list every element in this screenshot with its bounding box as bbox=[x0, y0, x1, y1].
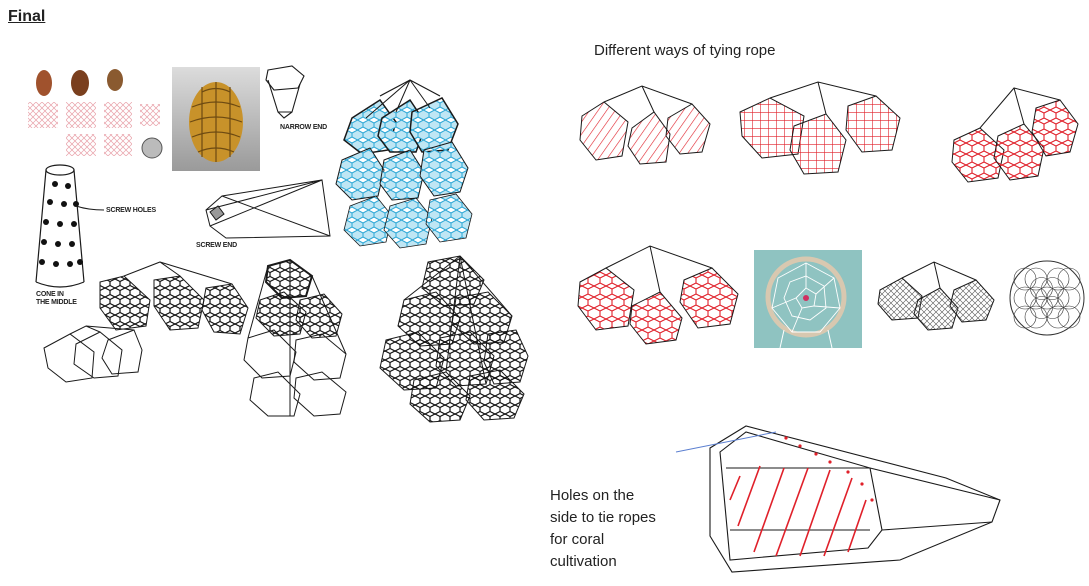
screw-holes-cone bbox=[36, 165, 104, 287]
holes-note-line-3: for coral bbox=[550, 529, 700, 551]
rope-variant-6 bbox=[878, 262, 994, 330]
small-pinecones bbox=[28, 69, 162, 158]
ink-column-cluster bbox=[244, 260, 346, 416]
holes-note: Holes on the side to tie ropes for coral… bbox=[550, 485, 700, 573]
holes-note-line-4: cultivation bbox=[550, 551, 700, 573]
dense-column-cluster bbox=[380, 256, 528, 422]
narrow-end-drawing bbox=[266, 66, 304, 118]
rope-variant-3 bbox=[952, 88, 1078, 182]
label-narrow-end: NARROW END bbox=[280, 124, 327, 132]
rope-variant-2 bbox=[740, 82, 900, 174]
rope-variant-flower bbox=[1010, 261, 1084, 335]
screw-end-drawing bbox=[206, 180, 330, 238]
rope-variant-1 bbox=[580, 86, 710, 164]
blue-mesh-cluster bbox=[336, 80, 472, 248]
outlined-pods-left bbox=[44, 262, 248, 382]
rope-variant-4 bbox=[578, 246, 738, 344]
holes-note-line-2: side to tie ropes bbox=[550, 507, 700, 529]
holes-note-line-1: Holes on the bbox=[550, 485, 700, 507]
label-screw-end: SCREW END bbox=[196, 242, 237, 250]
label-screw-holes: SCREW HOLES bbox=[106, 207, 156, 215]
label-cone-middle: CONE IN THE MIDDLE bbox=[36, 291, 78, 307]
large-pod-holes bbox=[676, 426, 1000, 572]
